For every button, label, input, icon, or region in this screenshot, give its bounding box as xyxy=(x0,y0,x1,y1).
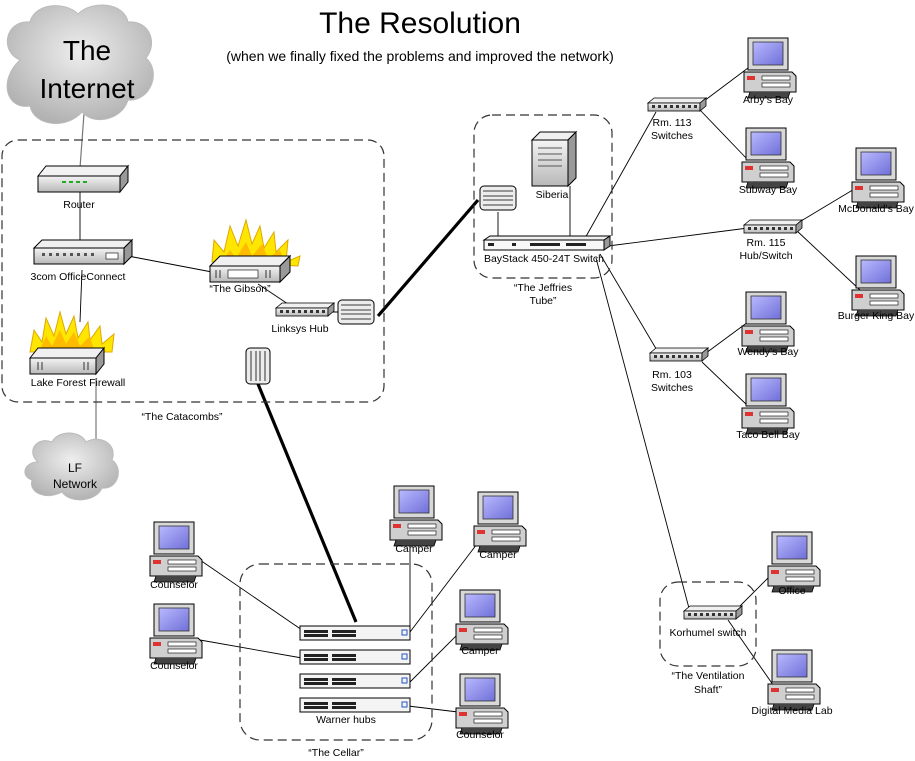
diagram-subtitle: (when we finally fixed the problems and … xyxy=(226,48,614,64)
rm113-label-1: Rm. 113 xyxy=(653,117,692,129)
zone-catacombs-label: “The Catacombs” xyxy=(141,411,223,423)
diagram-title: The Resolution xyxy=(319,7,521,40)
lf-network-label-1: LF xyxy=(68,461,82,475)
arbys-bay-label: Arby’s Bay xyxy=(743,94,794,106)
warner-hubs-label: Warner hubs xyxy=(316,714,376,726)
rm115-label-2: Hub/Switch xyxy=(739,250,792,262)
korhumel-switch-icon xyxy=(683,605,743,620)
computer-icon xyxy=(741,127,795,189)
rm115-hub-switch-icon xyxy=(743,219,803,234)
linksys-label: Linksys Hub xyxy=(271,323,328,335)
computer-icon xyxy=(389,485,443,547)
zone-jeffries-label-1: “The Jeffries xyxy=(514,282,572,294)
mcdonalds-bay-label: McDonald’s Bay xyxy=(838,203,914,215)
zone-cellar-label: “The Cellar” xyxy=(308,747,364,759)
computer-icon xyxy=(149,521,203,583)
internet-label-1: The xyxy=(63,35,111,66)
linksys-hub-icon xyxy=(275,302,335,317)
internet-cloud-icon: The Internet xyxy=(6,4,154,124)
zone-cellar xyxy=(239,563,433,741)
rm113-switch-icon xyxy=(647,97,707,112)
zone-jeffries-label-2: Tube” xyxy=(529,295,557,307)
korhumel-label: Korhumel switch xyxy=(669,627,746,639)
computer-icon xyxy=(743,37,797,99)
wendys-bay-label: Wendy’s Bay xyxy=(738,346,800,358)
firewall-label: Lake Forest Firewall xyxy=(31,377,126,389)
computer-icon xyxy=(455,673,509,735)
digital-media-lab-label: Digital Media Lab xyxy=(751,705,832,717)
router-label: Router xyxy=(63,199,95,211)
rm115-label-1: Rm. 115 xyxy=(747,237,786,249)
siberia-label: Siberia xyxy=(536,189,569,201)
counselor-1-label: Counselor xyxy=(150,579,198,591)
zone-ventilation-label-1: “The Ventilation xyxy=(672,670,745,682)
burger-king-bay-label: Burger King Bay xyxy=(838,310,915,322)
warner-hubs-icon xyxy=(299,625,411,713)
computer-icon xyxy=(149,603,203,665)
rm103-switch-icon xyxy=(649,347,709,362)
rm103-label-2: Switches xyxy=(651,382,693,394)
zone-ventilation-label-2: Shaft” xyxy=(694,684,723,696)
lf-network-label-2: Network xyxy=(53,477,98,491)
firewall-fire-icon xyxy=(29,310,115,353)
computer-icon xyxy=(851,147,905,209)
rm103-label-1: Rm. 103 xyxy=(652,369,692,381)
officeconnect-hub-icon xyxy=(32,238,134,266)
computer-icon xyxy=(851,255,905,317)
gibson-label: “The Gibson” xyxy=(209,283,271,295)
siberia-server-tower-icon xyxy=(530,130,578,188)
subway-bay-label: Subway Bay xyxy=(739,184,798,196)
baystack-switch-icon xyxy=(482,235,612,251)
officeconnect-label: 3com OfficeConnect xyxy=(31,271,126,283)
connection-lines xyxy=(79,67,861,713)
wireless-bridge-icon xyxy=(479,185,517,211)
counselor-2-label: Counselor xyxy=(150,660,198,672)
rm113-label-2: Switches xyxy=(651,130,693,142)
taco-bell-bay-label: Taco Bell Bay xyxy=(736,429,800,441)
office-label: Office xyxy=(778,585,805,597)
wireless-bridge-icon xyxy=(337,299,375,325)
zone-catacombs xyxy=(1,139,385,403)
computer-icon xyxy=(455,589,509,651)
firewall-icon xyxy=(28,310,115,376)
computer-icon xyxy=(767,649,821,711)
camper-1-label: Camper xyxy=(395,543,433,555)
computer-icon xyxy=(741,373,795,435)
computer-icon xyxy=(741,291,795,353)
internet-label-2: Internet xyxy=(40,73,135,104)
computer-icon xyxy=(473,491,527,553)
zone-jeffries-tube xyxy=(473,114,613,279)
camper-3-label: Camper xyxy=(461,645,499,657)
router-icon xyxy=(36,164,130,194)
baystack-label: BayStack 450-24T Switch xyxy=(484,253,604,265)
wireless-bridge-icon xyxy=(245,347,271,385)
computer-icon xyxy=(767,531,821,593)
camper-2-label: Camper xyxy=(479,549,517,561)
lf-network-cloud-icon: LF Network xyxy=(24,432,119,501)
gibson-server-icon xyxy=(208,218,301,284)
zone-ventilation-shaft xyxy=(659,581,757,667)
counselor-3-label: Counselor xyxy=(456,729,504,741)
